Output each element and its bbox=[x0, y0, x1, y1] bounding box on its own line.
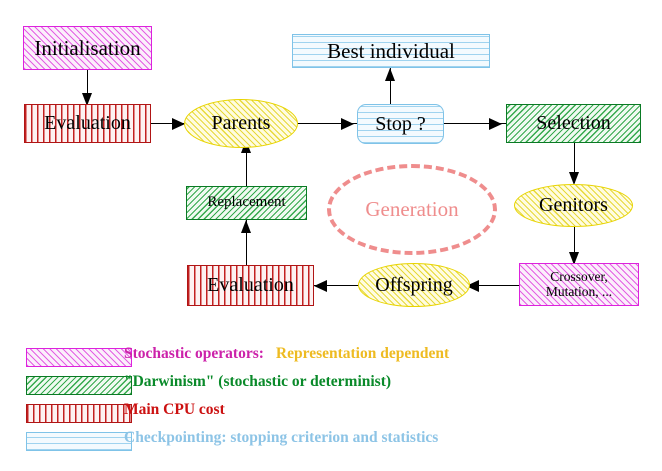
node-evaluation-bottom[interactable]: Evaluation bbox=[187, 265, 314, 306]
node-selection[interactable]: Selection bbox=[506, 104, 641, 143]
arrowhead-initialisation-to-evaluation bbox=[81, 93, 92, 106]
node-genitors[interactable]: Genitors bbox=[514, 184, 633, 227]
connector-offspring-to-evaluation bbox=[314, 285, 359, 287]
connector-genitors-to-crossover bbox=[574, 226, 576, 263]
arrowhead-selection-to-genitors bbox=[568, 172, 579, 185]
node-parents[interactable]: Parents bbox=[184, 99, 298, 148]
connector-selection-to-genitors bbox=[574, 143, 576, 183]
legend-swatch-main-cpu-cost bbox=[26, 404, 132, 423]
arrowhead-stop-to-best-individual bbox=[385, 68, 395, 81]
node-replacement-label: Replacement bbox=[207, 194, 286, 211]
connector-evaluation-to-parents bbox=[151, 123, 184, 125]
legend-swatch-checkpointing bbox=[26, 432, 132, 451]
connector-evaluation-to-replacement bbox=[246, 220, 248, 266]
legend-swatch-darwinism bbox=[26, 376, 132, 395]
node-crossover-mutation[interactable]: Crossover, Mutation, ... bbox=[519, 263, 639, 306]
node-genitors-label: Genitors bbox=[539, 194, 608, 216]
legend-label-main-cpu-cost: Main CPU cost bbox=[124, 401, 225, 418]
node-evaluation-top-label: Evaluation bbox=[44, 112, 131, 134]
node-best-individual-label: Best individual bbox=[327, 38, 455, 63]
arrowhead-stop-to-selection bbox=[489, 117, 502, 130]
node-initialisation-label: Initialisation bbox=[34, 35, 141, 60]
legend-label-darwinism: "Darwinism" (stochastic or determinist) bbox=[124, 373, 392, 390]
arrowhead-parents-to-stop bbox=[341, 117, 354, 130]
arrowhead-evaluation-to-parents bbox=[172, 117, 185, 130]
node-stop-label: Stop ? bbox=[375, 112, 426, 135]
legend-swatch-stochastic-operators bbox=[26, 348, 132, 367]
node-offspring[interactable]: Offspring bbox=[358, 263, 470, 307]
connector-replacement-to-parents bbox=[246, 140, 248, 186]
legend-label-checkpointing: Checkpointing: stopping criterion and st… bbox=[124, 429, 439, 446]
arrowhead-genitors-to-crossover bbox=[568, 252, 579, 265]
connector-crossover-to-offspring bbox=[466, 285, 519, 287]
connector-stop-to-selection bbox=[443, 123, 506, 125]
node-best-individual[interactable]: Best individual bbox=[292, 34, 490, 68]
legend-label-stochastic-operators-part1: Stochastic operators: bbox=[124, 345, 264, 362]
node-generation-marker: Generation bbox=[327, 164, 497, 255]
node-stop[interactable]: Stop ? bbox=[357, 104, 444, 144]
node-parents-label: Parents bbox=[211, 112, 271, 134]
legend-label-stochastic-operators: Stochastic operators: Representation depe… bbox=[124, 345, 449, 363]
arrowhead-offspring-to-evaluation bbox=[314, 279, 327, 292]
node-crossover-mutation-label: Crossover, Mutation, ... bbox=[545, 269, 613, 299]
connector-stop-to-best-individual bbox=[390, 68, 392, 105]
legend-label-stochastic-operators-part2: Representation dependent bbox=[275, 345, 450, 362]
connector-parents-to-stop bbox=[297, 123, 357, 125]
node-selection-label: Selection bbox=[536, 112, 611, 134]
connector-initialisation-to-evaluation bbox=[87, 70, 89, 97]
node-offspring-label: Offspring bbox=[375, 273, 453, 296]
node-generation-label: Generation bbox=[365, 197, 459, 221]
node-initialisation[interactable]: Initialisation bbox=[23, 26, 152, 70]
arrowhead-evaluation-to-replacement bbox=[240, 220, 251, 233]
node-evaluation-bottom-label: Evaluation bbox=[207, 274, 294, 296]
node-replacement[interactable]: Replacement bbox=[186, 186, 307, 220]
node-evaluation-top[interactable]: Evaluation bbox=[24, 104, 151, 143]
